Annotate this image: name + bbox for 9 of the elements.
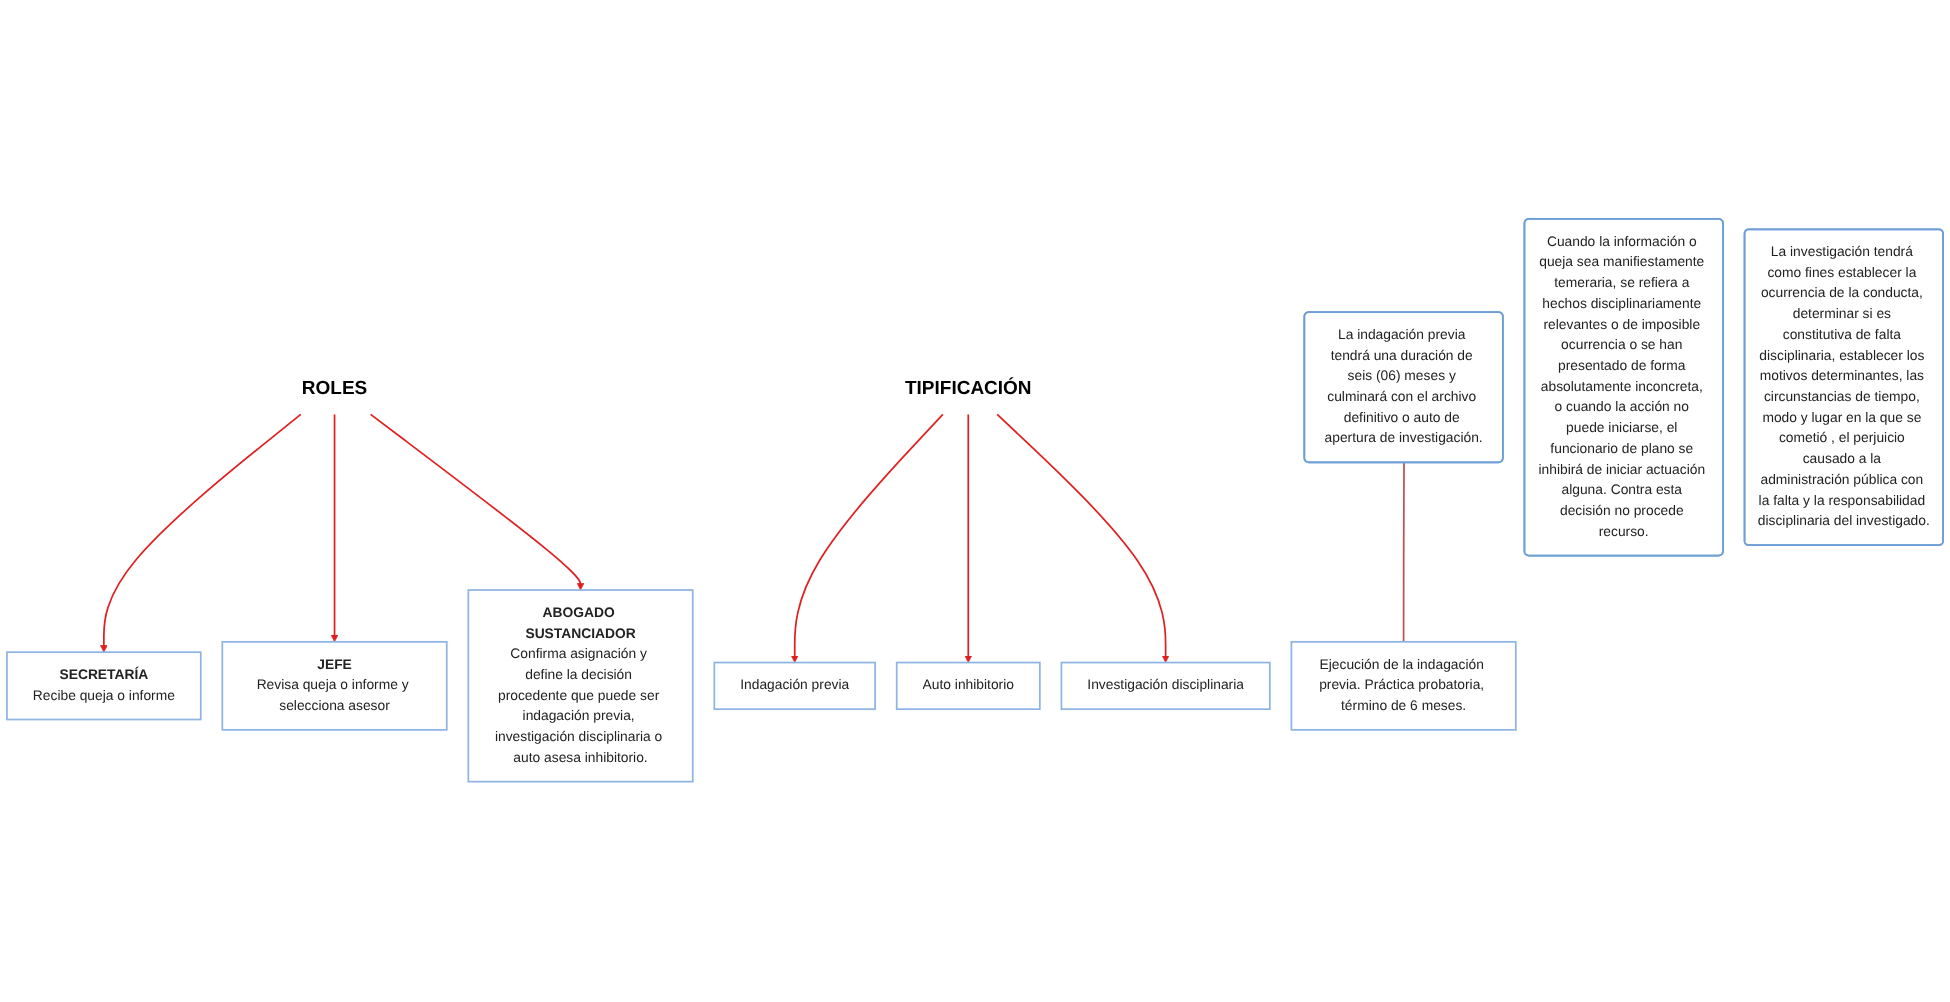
arrow <box>100 414 302 654</box>
arrow <box>964 414 973 664</box>
node-text: ROLES <box>301 377 368 399</box>
arrow <box>996 414 1170 664</box>
arrow <box>369 414 585 592</box>
arrow <box>330 414 339 643</box>
arrow <box>790 414 944 664</box>
node-text: TIPIFICACIÓN <box>904 377 1032 399</box>
connector <box>1402 462 1405 644</box>
